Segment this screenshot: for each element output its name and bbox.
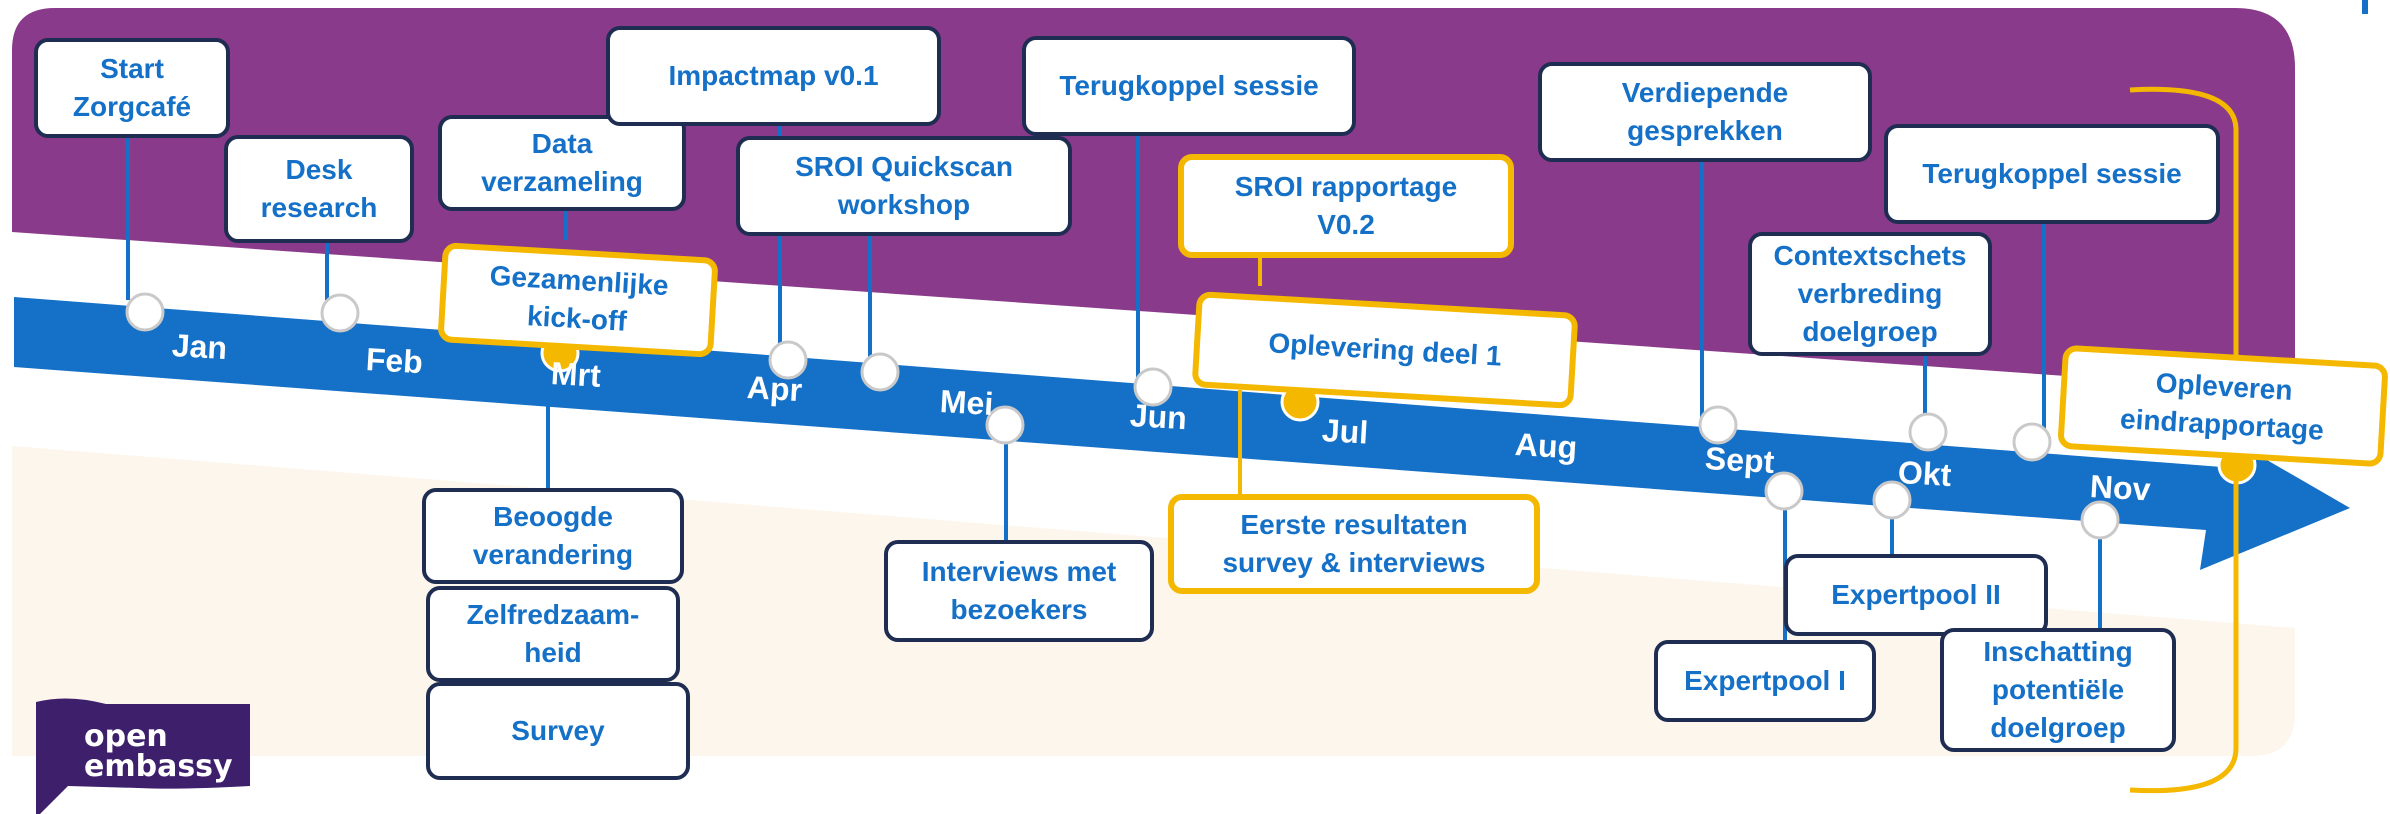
milestone-data-verzameling: Data verzameling xyxy=(438,115,686,211)
month-label-apr: Apr xyxy=(745,369,804,409)
milestone-desk-research: Desk research xyxy=(224,135,414,243)
milestone-gezamenlijke-kick-off: Gezamenlijke kick-off xyxy=(437,242,719,358)
milestone-verdiepende-gesprekken: Verdiepende gesprekken xyxy=(1538,62,1872,162)
flag-icon xyxy=(36,698,250,814)
logo-word-open: open xyxy=(84,719,168,754)
month-label-jul: Jul xyxy=(1320,412,1370,451)
month-label-aug: Aug xyxy=(1513,426,1579,466)
milestone-contextschets: Contextschets verbreding doelgroep xyxy=(1748,232,1992,356)
milestone-eerste-resultaten: Eerste resultaten survey & interviews xyxy=(1168,494,1540,594)
month-label-okt: Okt xyxy=(1896,454,1953,494)
timeline-node xyxy=(1908,412,1948,452)
month-label-mrt: Mrt xyxy=(549,355,602,394)
milestone-sroi-rapportage: SROI rapportage V0.2 xyxy=(1178,154,1514,258)
timeline-node xyxy=(2080,500,2120,540)
timeline-arrow xyxy=(14,297,2350,570)
milestone-inschatting-potentiele-doelgroep: Inschatting potentiële doelgroep xyxy=(1940,628,2176,752)
timeline-node xyxy=(2012,422,2052,462)
timeline-node xyxy=(1764,471,1804,511)
month-label-jan: Jan xyxy=(170,327,229,367)
milestone-expertpool-1: Expertpool I xyxy=(1654,640,1876,722)
corner-accent xyxy=(2362,0,2368,14)
milestone-zelfredzaamheid: Zelfredzaam- heid xyxy=(426,586,680,682)
milestone-start-zorgcafe: Start Zorgcafé xyxy=(34,38,230,138)
milestone-survey: Survey xyxy=(426,682,690,780)
timeline-node xyxy=(320,293,360,333)
month-label-sept: Sept xyxy=(1703,440,1776,480)
month-label-nov: Nov xyxy=(2088,468,2152,508)
milestone-opleveren-eindrapportage: Opleveren eindrapportage xyxy=(2057,344,2389,468)
milestone-impactmap: Impactmap v0.1 xyxy=(606,26,941,126)
milestone-beoogde-verandering: Beoogde verandering xyxy=(422,488,684,584)
timeline-node xyxy=(860,352,900,392)
timeline-node xyxy=(1133,367,1173,407)
timeline-node xyxy=(1872,480,1912,520)
timeline-node xyxy=(768,340,808,380)
month-label-jun: Jun xyxy=(1128,397,1188,437)
timeline-node xyxy=(985,405,1025,445)
milestone-sroi-quickscan: SROI Quickscan workshop xyxy=(736,136,1072,236)
timeline-node xyxy=(125,292,165,332)
milestone-expertpool-2: Expertpool II xyxy=(1784,554,2048,636)
month-label-mei: Mei xyxy=(938,383,995,423)
logo-word-embassy: embassy xyxy=(84,749,233,784)
open-embassy-logo: open embassy xyxy=(28,694,250,814)
milestone-terugkoppel-sessie-2: Terugkoppel sessie xyxy=(1884,124,2220,224)
month-label-feb: Feb xyxy=(364,341,424,381)
timeline-node xyxy=(1698,405,1738,445)
milestone-interviews-met-bezoekers: Interviews met bezoekers xyxy=(884,540,1154,642)
milestone-terugkoppel-sessie-1: Terugkoppel sessie xyxy=(1022,36,1356,136)
